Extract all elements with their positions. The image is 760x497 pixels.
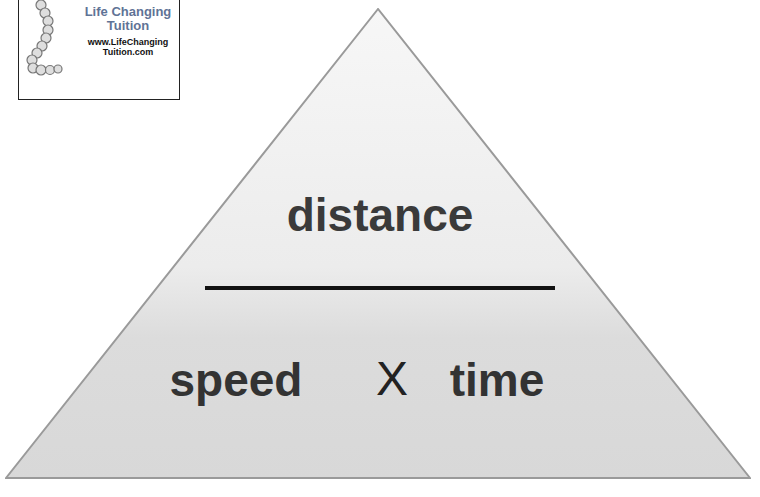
logo-box: Life Changing Tuition www.LifeChanging Tu… <box>18 0 180 100</box>
formula-term: speed <box>170 355 303 406</box>
formula-term: time <box>450 355 545 406</box>
formula-triangle: distance speed Xtime <box>5 8 751 480</box>
triangle-shape <box>6 9 750 478</box>
fraction-bar <box>205 286 555 290</box>
multiply-sign: X <box>376 353 408 406</box>
brand-name: Life Changing Tuition <box>74 5 182 33</box>
triangle-outline <box>5 8 751 480</box>
formula-term: distance <box>287 190 474 241</box>
brand-url: www.LifeChanging Tuition.com <box>79 37 177 57</box>
caterpillar-icon <box>27 0 62 75</box>
